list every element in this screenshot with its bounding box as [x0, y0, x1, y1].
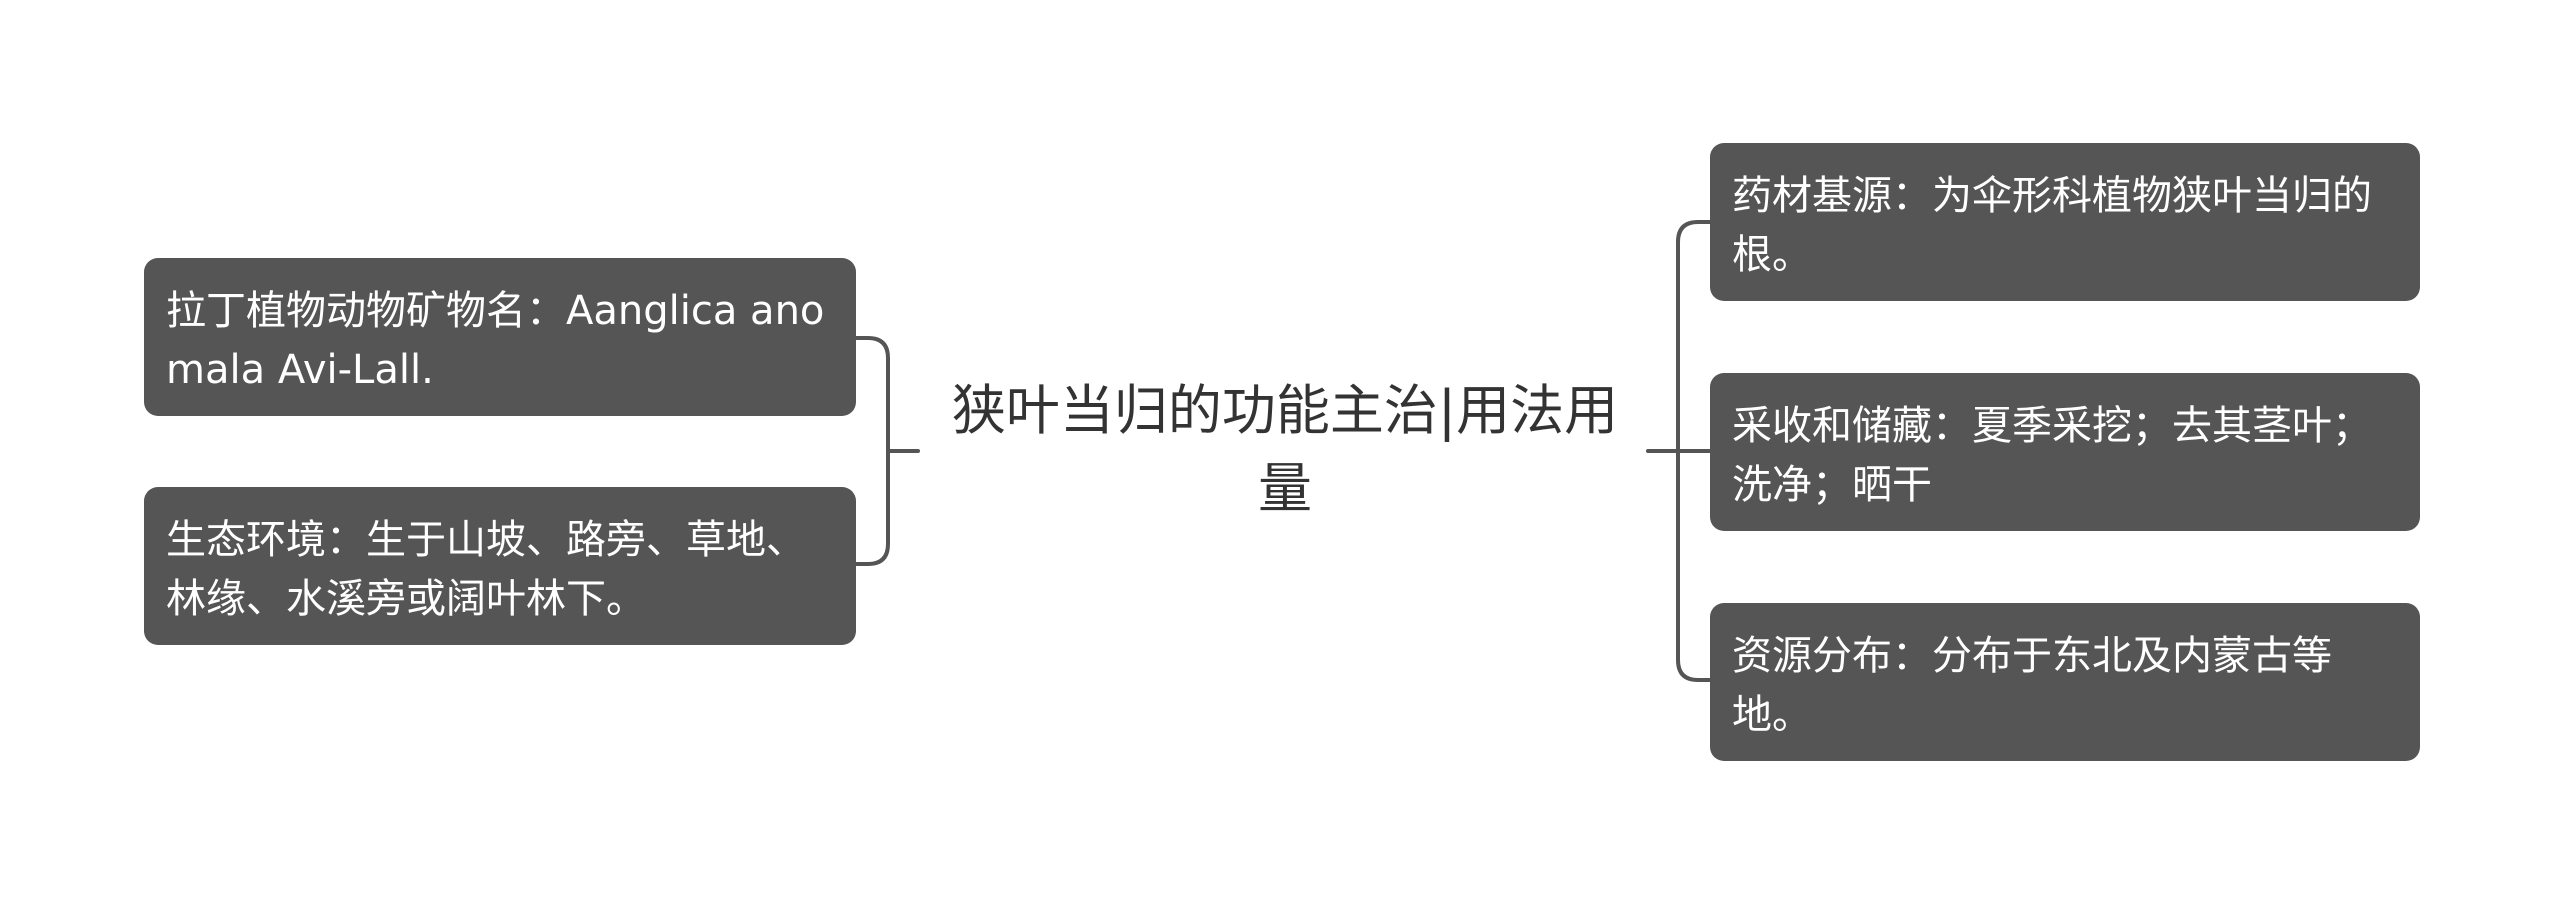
connector-right-3: [1676, 449, 1712, 682]
left-node-latin-name[interactable]: 拉丁植物动物矿物名：Aanglica anomala Avi-Lall.: [144, 258, 856, 416]
right-node-source[interactable]: 药材基源：为伞形科植物狭叶当归的根。: [1710, 143, 2420, 301]
connector-left-2: [853, 449, 890, 566]
left-node-habitat[interactable]: 生态环境：生于山坡、路旁、草地、林缘、水溪旁或阔叶林下。: [144, 487, 856, 645]
connector-left-1: [853, 336, 890, 453]
connector-right-1: [1676, 220, 1712, 453]
central-topic[interactable]: 狭叶当归的功能主治|用法用量: [951, 379, 1619, 520]
right-node-harvest-storage[interactable]: 采收和储藏：夏季采挖；去其茎叶；洗净；晒干: [1710, 373, 2420, 531]
right-node-distribution[interactable]: 资源分布：分布于东北及内蒙古等地。: [1710, 603, 2420, 761]
